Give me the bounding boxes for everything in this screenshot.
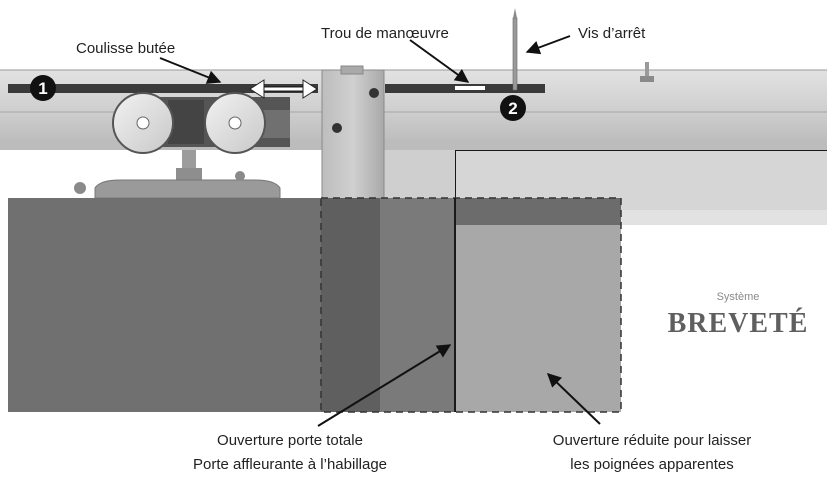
label-vis: Vis d’arrêt — [578, 25, 646, 42]
manoeuvre-hole — [455, 86, 485, 90]
door-dashed-outline — [320, 197, 622, 413]
pointer-ouverture-totale — [317, 344, 452, 427]
stop-screw — [512, 17, 518, 91]
label-trou: Trou de manœuvre — [321, 25, 449, 42]
label-ouverture-reduite-2: les poignées apparentes — [570, 456, 733, 473]
label-ouverture-totale-2: Porte affleurante à l’habillage — [193, 456, 387, 473]
badge-2: 2 — [500, 95, 526, 121]
pointer-coulisse — [159, 57, 222, 84]
svg-text:1: 1 — [38, 79, 47, 98]
slide-arrow-icon — [249, 79, 318, 99]
brand-big: BREVETÉ — [668, 308, 809, 339]
pointer-vis — [525, 35, 571, 55]
svg-text:2: 2 — [508, 99, 517, 118]
label-ouverture-totale-1: Ouverture porte totale — [217, 432, 363, 449]
pointer-ouverture-reduite — [546, 373, 601, 425]
badge-1: 1 — [30, 75, 56, 101]
post-screw-2 — [332, 123, 342, 133]
bracket — [94, 179, 281, 199]
label-ouverture-reduite-1: Ouverture réduite pour laisser — [553, 432, 751, 449]
coulisse-bar — [8, 84, 318, 93]
bolt — [182, 150, 196, 172]
door-dark — [8, 198, 321, 412]
post-screw-1 — [369, 88, 379, 98]
label-coulisse: Coulisse butée — [76, 40, 175, 57]
pointer-trou — [409, 39, 470, 83]
door-light — [455, 225, 621, 412]
brand-small: Système — [717, 291, 760, 303]
